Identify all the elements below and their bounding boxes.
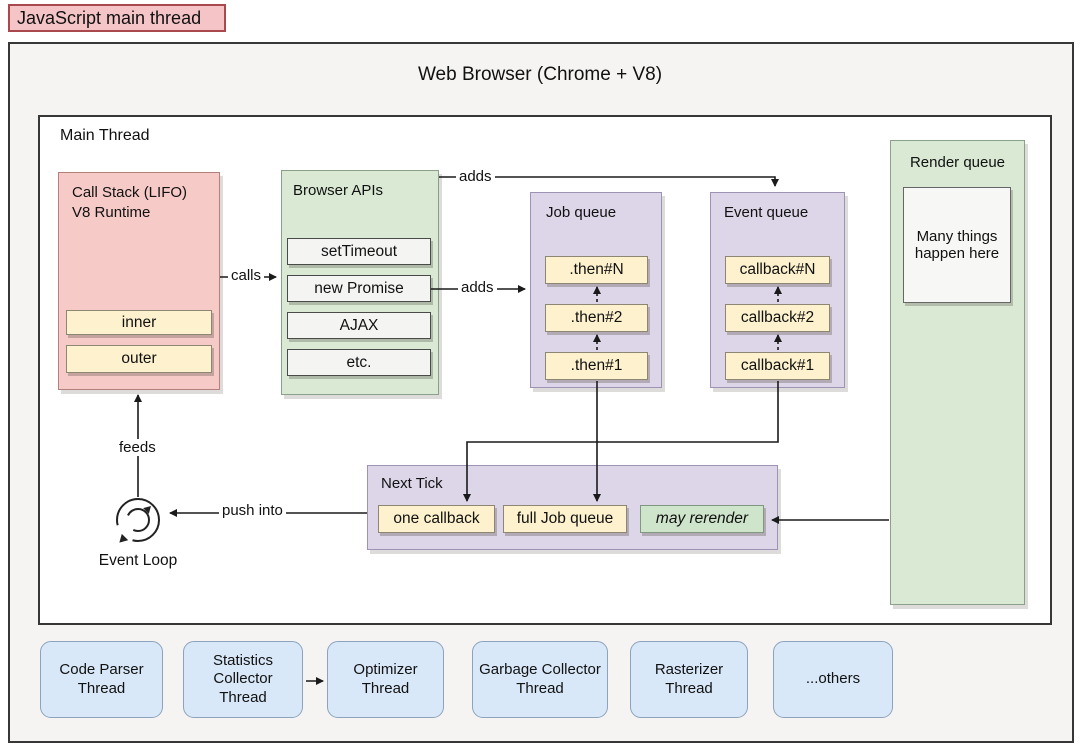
- job-then-1: .then#1: [545, 352, 648, 380]
- event-loop-label: Event Loop: [98, 552, 178, 569]
- job-then-n: .then#N: [545, 256, 648, 284]
- event-callback-1: callback#1: [725, 352, 830, 380]
- next-tick-title: Next Tick: [381, 475, 443, 492]
- render-queue-note: Many things happen here: [903, 187, 1011, 303]
- edge-label-feeds: feeds: [116, 439, 159, 456]
- job-queue-title: Job queue: [546, 204, 617, 221]
- js-main-thread-label-text: JavaScript main thread: [17, 7, 202, 28]
- worker-optimizer: Optimizer Thread: [327, 641, 444, 718]
- worker-rasterizer: Rasterizer Thread: [630, 641, 748, 718]
- worker-statistics-collector: Statistics Collector Thread: [183, 641, 303, 718]
- worker-garbage-collector: Garbage Collector Thread: [472, 641, 608, 718]
- stack-frame-inner: inner: [66, 310, 212, 335]
- api-new-promise: new Promise: [287, 275, 431, 302]
- edge-label-adds-event: adds: [456, 168, 495, 185]
- worker-others: ...others: [773, 641, 893, 718]
- job-then-2: .then#2: [545, 304, 648, 332]
- api-settimeout: setTimeout: [287, 238, 431, 265]
- call-stack-title-line2: V8 Runtime: [72, 204, 151, 222]
- js-main-thread-label: JavaScript main thread: [8, 4, 226, 32]
- next-tick-one-callback: one callback: [378, 505, 495, 533]
- browser-apis-title: Browser APIs: [293, 182, 384, 199]
- event-callback-2: callback#2: [725, 304, 830, 332]
- edge-label-adds-job: adds: [458, 279, 497, 296]
- edge-label-calls: calls: [228, 267, 265, 284]
- call-stack-title-line1: Call Stack (LIFO): [72, 184, 188, 201]
- stack-frame-outer: outer: [66, 345, 212, 373]
- api-ajax: AJAX: [287, 312, 431, 339]
- call-stack-title: Call Stack (LIFO) V8 Runtime: [72, 183, 187, 224]
- main-thread-title: Main Thread: [60, 127, 150, 144]
- event-loop-icon: [116, 498, 160, 543]
- edge-label-push-into: push into: [219, 502, 286, 519]
- api-etc: etc.: [287, 349, 431, 376]
- event-callback-n: callback#N: [725, 256, 830, 284]
- worker-code-parser: Code Parser Thread: [40, 641, 163, 718]
- web-browser-title: Web Browser (Chrome + V8): [417, 64, 663, 85]
- event-queue-title: Event queue: [724, 204, 809, 221]
- render-queue-title: Render queue: [909, 154, 1006, 171]
- next-tick-full-job-queue: full Job queue: [503, 505, 627, 533]
- next-tick-may-rerender: may rerender: [640, 505, 764, 533]
